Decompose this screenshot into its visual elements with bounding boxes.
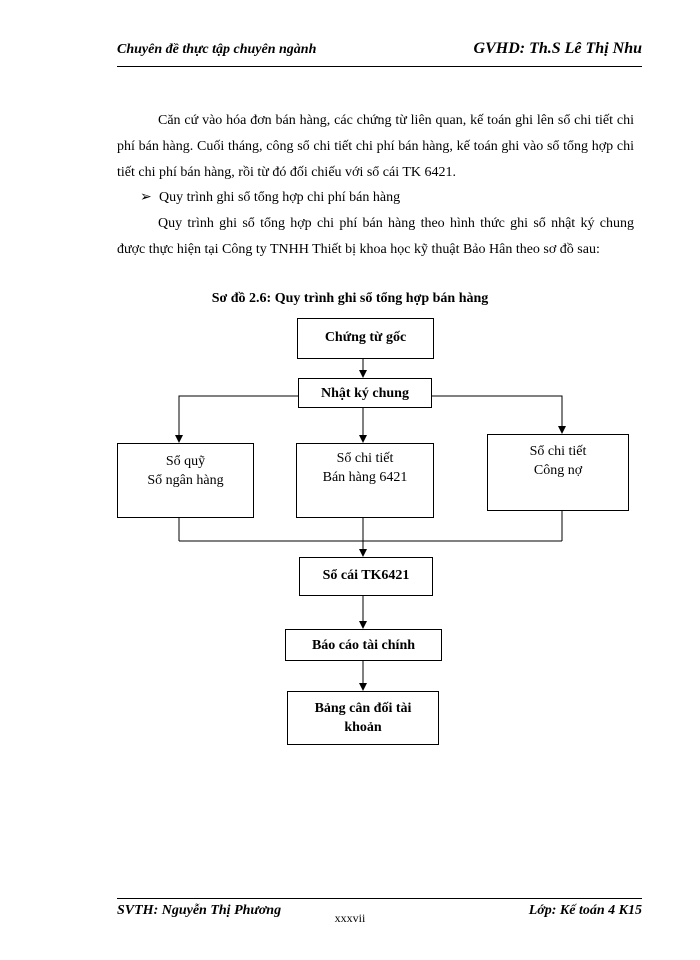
- box-so-chi-tiet-ban-hang: Sổ chi tiết Bán hàng 6421: [296, 443, 434, 518]
- page-footer: SVTH: Nguyễn Thị Phương Lớp: Kế toán 4 K…: [117, 903, 642, 927]
- paragraph-1: Căn cứ vào hóa đơn bán hàng, các chứng t…: [117, 113, 634, 180]
- box-so-chi-tiet-cong-no-line1: Sổ chi tiết: [529, 444, 587, 459]
- arrow-to-so-chi-tiet-cong-no: [432, 395, 566, 434]
- bullet-text: Quy trình ghi sổ tổng hợp chi phí bán hà…: [159, 190, 401, 205]
- header-left: Chuyên đề thực tập chuyên ngành: [117, 42, 317, 57]
- box-chung-tu-goc-label: Chứng từ gốc: [324, 330, 407, 345]
- paragraph-2: Quy trình ghi sổ tổng hợp chi phí bán hà…: [117, 216, 634, 257]
- page-number: xxxvii: [334, 911, 366, 925]
- box-so-chi-tiet-cong-no: Sổ chi tiết Công nợ: [487, 434, 629, 511]
- header-right: GVHD: Th.S Lê Thị Nhu: [473, 40, 642, 57]
- box-bao-cao-tai-chinh-label: Báo cáo tài chính: [311, 638, 416, 653]
- box-bang-can-doi-line1: Bảng cân đối tài: [314, 701, 412, 716]
- box-nhat-ky-chung-label: Nhật ký chung: [321, 386, 409, 401]
- box-so-quy-line1: Sổ quỹ: [165, 454, 206, 469]
- page-header: Chuyên đề thực tập chuyên ngành GVHD: Th…: [117, 40, 642, 64]
- diagram-caption: Sơ đồ 2.6: Quy trình ghi sổ tổng hợp bán…: [211, 291, 489, 306]
- footer-right: Lớp: Kế toán 4 K15: [528, 903, 642, 918]
- footer-left: SVTH: Nguyễn Thị Phương: [117, 903, 282, 918]
- box-bang-can-doi: Bảng cân đối tài khoản: [287, 691, 439, 745]
- box-so-chi-tiet-ban-hang-line1: Sổ chi tiết: [336, 451, 394, 466]
- footer-rule: [117, 898, 642, 899]
- arrow-to-so-quy: [175, 395, 298, 443]
- box-so-cai-label: Sổ cái TK6421: [322, 568, 410, 583]
- box-so-chi-tiet-cong-no-line2: Công nợ: [533, 463, 583, 478]
- header-rule: [117, 66, 642, 67]
- box-bang-can-doi-line2: khoản: [344, 720, 382, 735]
- box-chung-tu-goc: Chứng từ gốc: [297, 318, 434, 359]
- bullet-item: ➢ Quy trình ghi sổ tổng hợp chi phí bán h…: [140, 189, 400, 206]
- box-so-cai: Sổ cái TK6421: [299, 557, 433, 596]
- box-so-quy: Sổ quỹ Sổ ngân hàng: [117, 443, 254, 518]
- box-bao-cao-tai-chinh: Báo cáo tài chính: [285, 629, 442, 661]
- box-so-chi-tiet-ban-hang-line2: Bán hàng 6421: [322, 470, 408, 485]
- bullet-arrow-icon: ➢: [140, 190, 152, 205]
- box-nhat-ky-chung: Nhật ký chung: [298, 378, 432, 408]
- box-so-quy-line2: Sổ ngân hàng: [147, 473, 224, 488]
